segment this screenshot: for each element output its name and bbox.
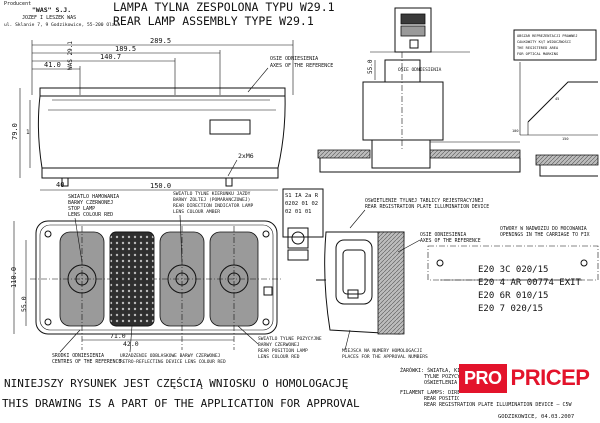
callout-pos-l1: SWIATLO TYLNE POZYCYJNE: [258, 336, 322, 342]
title-polish: LAMPA TYLNA ZESPOLONA TYPU W29.1: [113, 0, 335, 14]
stamp-code: S1 IA 2a R: [285, 193, 319, 199]
approval-mark-1: E20 3C 020/15: [478, 265, 548, 275]
vis-box-l4: FOR OPTICAL MARKING: [517, 52, 558, 56]
bulbs-pl: ŻARÓWKI: ŚWIATŁA, KIERUNKU JAZDY: [400, 367, 496, 374]
vis-box-l1: OBSZAR REPREZENTACJI PRAWNEJ: [517, 34, 578, 38]
dim-total-width: 289.5: [150, 37, 171, 45]
place-date: GODZIKOWICE, 04.03.2007: [498, 414, 574, 420]
bulbs-pl3: OŚWIETLENIA TABLICY: [424, 379, 481, 386]
dim-41: 41.0: [44, 61, 61, 69]
reg-device-note: REAR REGISTRATION PLATE ILLUMINATION DEV…: [424, 402, 572, 408]
callout-ind-l2: BARWY ZOLTEJ (POMARANCZOWEJ): [173, 197, 250, 203]
bulbs-pl2: TYLNE POZYCYJNE: [424, 374, 469, 380]
dim-71: 71.0: [110, 332, 126, 340]
stamp-numbers: 0202 01 02: [285, 201, 318, 207]
graph-tick-100: 100: [512, 129, 519, 133]
company-name: "WAS" S.J.: [32, 6, 71, 14]
approval-mark-4: E20 7 020/15: [478, 304, 543, 314]
mounting-holes: OTWORY W NADWOZIU DO MOCOWANIA OPENINGS …: [427, 226, 599, 281]
dim-140: 140.7: [100, 53, 121, 61]
vis-box-l3: THE REGISTERED AREA: [517, 46, 559, 50]
dim-side-55: 55.0: [367, 59, 374, 74]
company-address: ul. Sklanie 7, 9 Godzikowice, 55-200 Ola…: [4, 22, 120, 28]
lamp-side-label: WAS 29.1: [67, 41, 74, 70]
callout-ind-l1: SWIATLO TYLNE KIERUNKU JAZDY: [173, 191, 251, 197]
callout-pos-l4: LENS COLOUR RED: [258, 354, 300, 360]
callout-ref-axes-top-l1: OSIE ODNIESIENIA: [270, 56, 318, 62]
lamp-housing: [35, 220, 278, 335]
callout-stop-l2: BARWY CZERWONEJ: [68, 200, 113, 206]
filament-note: FILAMENT LAMPS: DIRECTION INDICATOR: [400, 390, 506, 396]
dim-150: 150.0: [150, 182, 171, 190]
reg-plate-device: OSWIETLENIE TYLNEJ TABLICY REJESTRACYJNE…: [316, 198, 489, 335]
callout-approval-l1: MIEJSCA NA NUMERY HOMOLOGACJI: [342, 348, 422, 354]
approval-mark-3: E20 6R 010/15: [478, 291, 548, 301]
footer-note-english: THIS DRAWING IS A PART OF THE APPLICATIO…: [2, 397, 360, 410]
callout-pos-l3: REAR POSITION LAMP: [258, 348, 308, 354]
callout-ind-l4: LENS COLOUR AMBER: [173, 209, 220, 215]
footer-note-polish: NINIEJSZY RYSUNEK JEST CZĘŚCIĄ WNIOSKU O…: [4, 377, 348, 390]
dim-189: 189.5: [115, 45, 136, 53]
stamp-numbers-2: 02 01 01: [285, 209, 312, 215]
callout-holes-l1: OTWORY W NADWOZIU DO MOCOWANIA: [500, 226, 587, 232]
dim-110: 110.0: [10, 267, 18, 288]
callout-approval-l2: PLACES FOR THE APPROVAL NUMBERS: [342, 354, 428, 360]
callout-reg-l1: OSWIETLENIE TYLNEJ TABLICY REJESTRACYJNE…: [365, 198, 484, 204]
approval-stamp: S1 IA 2a R 0202 01 02 02 01 01: [282, 188, 324, 261]
callout-reflex-l2: RETRO-REFLECTING DEVICE LENS COLOUR RED: [120, 359, 226, 365]
front-callouts: SWIATLO HAMOWANIA BARWY CZERWONEJ STOP L…: [52, 191, 428, 365]
approval-mark-2: E20 4 AR 00774 EXIT: [478, 278, 582, 288]
logo-part-pro: PRO: [459, 363, 507, 393]
graph-tick-150: 150: [562, 137, 569, 141]
front-view: WAS 29.1 110.0 55.0 71.0 42.0: [10, 41, 282, 350]
callout-stop-l1: SWIATLO HAMOWANIA: [68, 194, 119, 200]
callout-pos-l2: BARWY CZERWONEJ: [258, 342, 300, 348]
callout-ref-axes-top-l2: AXES OF THE REFERENCE: [270, 63, 333, 69]
dim-55: 55.0: [20, 296, 28, 312]
side-profile-view: 55.0 OSIE ODNIESIENIA: [317, 7, 521, 173]
callout-centre-l1: SRODKI ODNIESIENIA: [52, 353, 104, 359]
callout-centre-l2: CENTRES OF THE REFERENCE: [52, 359, 121, 365]
callout-stop-l3: STOP LAMP: [68, 206, 95, 212]
callout-ind-l3: REAR DIRECTION INDICATOR LAMP: [173, 203, 253, 209]
callout-reflex-l1: URZADZENIE ODBLASKOWE BARWY CZERWONEJ: [120, 353, 221, 359]
title-english: REAR LAMP ASSEMBLY TYPE W29.1: [113, 14, 314, 28]
approval-marks: E20 3C 020/15 E20 4 AR 00774 EXIT E20 6R…: [478, 265, 582, 314]
callout-ref-axes-right-l1: OSIE ODNIESIENIA: [420, 232, 466, 238]
propricep-logo: PRO PRICEP: [459, 355, 590, 401]
company-owners: JOZEF I LESZEK WAS: [22, 15, 76, 21]
callout-holes-l2: OPENINGS IN THE CARRIAGE TO FIX: [500, 232, 590, 238]
visibility-graph: OBSZAR REPREZENTACJI PRAWNEJ CAŁKOWITY K…: [512, 29, 599, 177]
callout-ref-axes-right-l2: AXES OF THE REFERENCE: [420, 238, 481, 244]
callout-reg-l2: REAR REGISTRATION PLATE ILLUMINATION DEV…: [365, 204, 489, 210]
side-elevation-view: 289.5 189.5 140.7 41.0 2xM6 79.0 1 40 15…: [11, 37, 333, 191]
dim-c1: 1: [26, 129, 30, 136]
company-line1: Producent: [4, 1, 31, 7]
callout-stop-l4: LENS COLOUR RED: [68, 212, 113, 218]
vis-box-l2: CAŁKOWITY KĄT WIDOCZNOŚCI: [517, 39, 571, 44]
company-block: Producent "WAS" S.J. JOZEF I LESZEK WAS …: [4, 1, 120, 28]
dim-40: 40: [56, 181, 64, 189]
dim-bolt: 2xM6: [238, 152, 254, 160]
dim-79: 79.0: [11, 123, 19, 140]
callout-ref-axes-side-l1: OSIE ODNIESIENIA: [398, 67, 442, 73]
graph-tick-45: 45: [555, 97, 559, 101]
logo-part-pricep: PRICEP: [510, 365, 590, 390]
